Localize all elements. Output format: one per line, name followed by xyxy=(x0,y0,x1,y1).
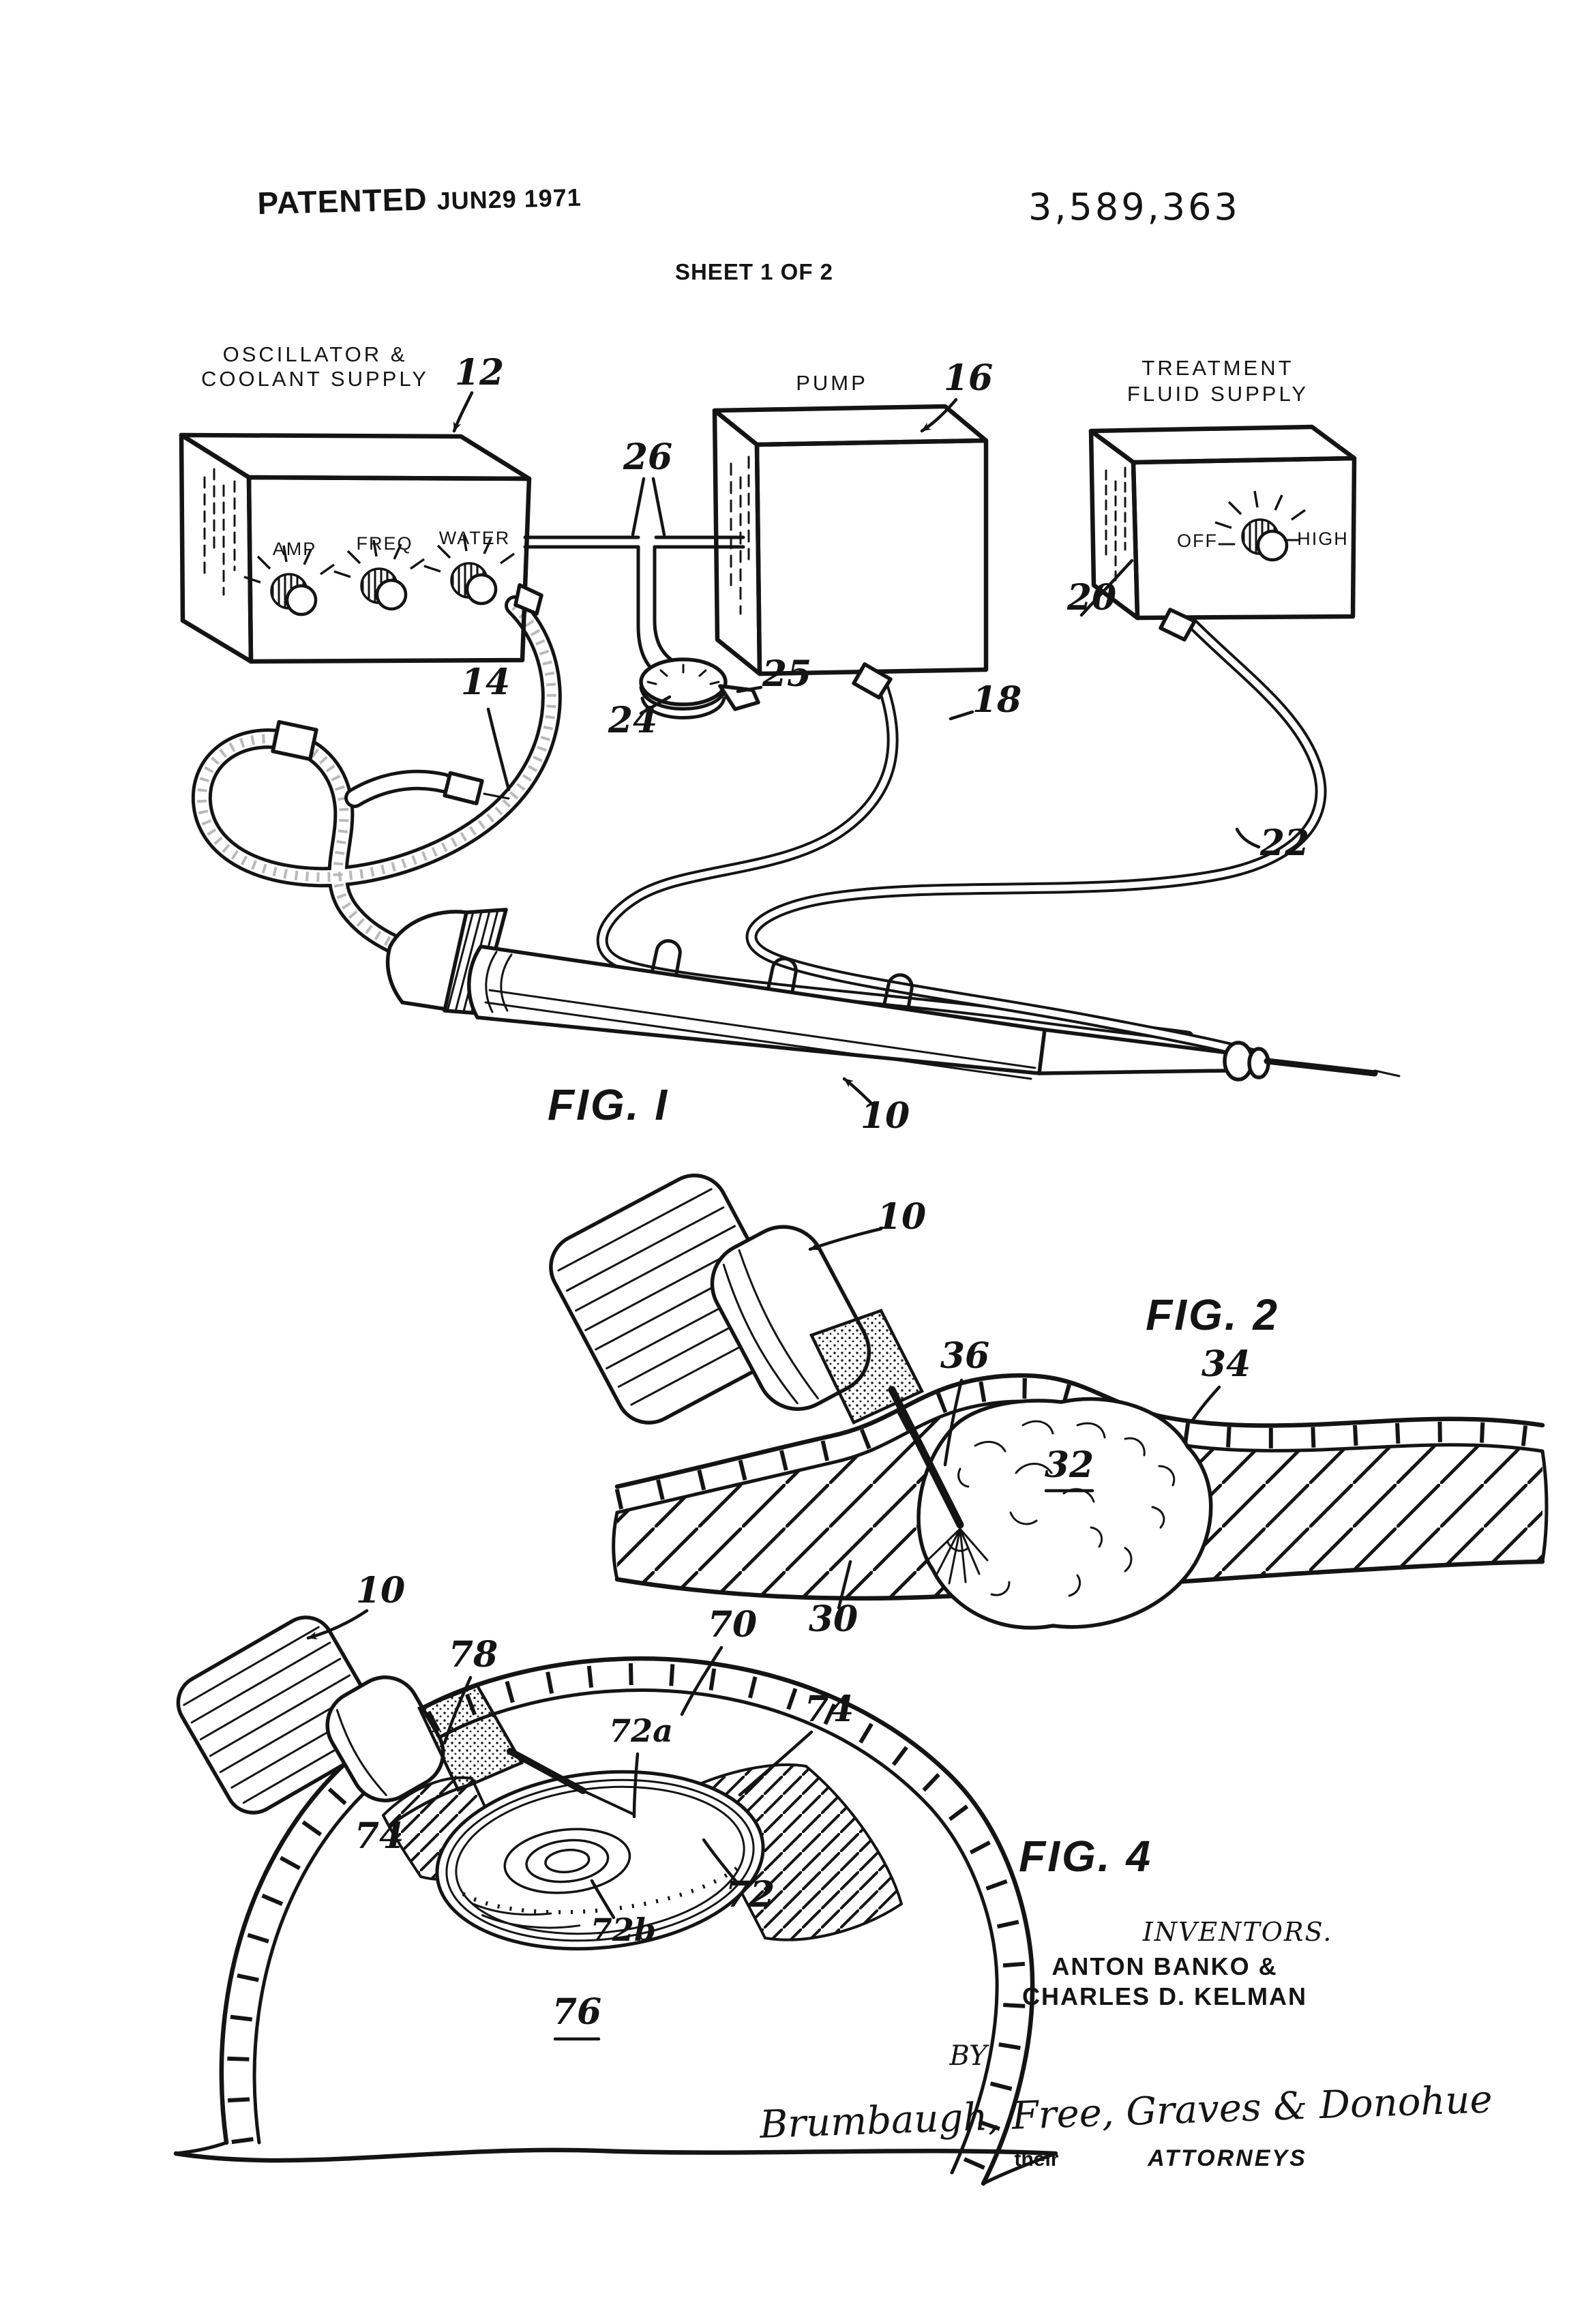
freq-label: FREQ xyxy=(356,533,413,554)
ref-10-fig2-label: 10 xyxy=(877,1196,926,1238)
oscillator-title-2: COOLANT SUPPLY xyxy=(201,367,429,391)
tumor-mass xyxy=(919,1399,1211,1628)
ref-12-label: 12 xyxy=(455,352,504,393)
inventor-name-1: ANTON BANKO & xyxy=(1051,1952,1277,1980)
amp-label: AMP xyxy=(273,539,317,559)
ref-20-label: 20 xyxy=(1066,577,1116,619)
inventors-heading: INVENTORS. xyxy=(1142,1917,1333,1947)
ref-24-label: 24 xyxy=(608,700,657,741)
coolant-cable xyxy=(202,606,552,944)
ref-36-label: 36 xyxy=(940,1335,989,1377)
patented-stamp: PATENTEDJUN29 1971 xyxy=(257,177,582,221)
treatment-title-1: TREATMENT xyxy=(1141,356,1294,380)
ref-26-label: 26 xyxy=(623,436,672,478)
attorneys-label: ATTORNEYS xyxy=(1147,2145,1307,2171)
high-label: HIGH xyxy=(1297,528,1349,549)
inventor-name-2: CHARLES D. KELMAN xyxy=(1022,1982,1307,2010)
ref-74-left-label: 74 xyxy=(355,1815,404,1857)
ref-70-label: 70 xyxy=(708,1604,757,1645)
fig4-caption: FIG. 4 xyxy=(1019,1832,1152,1881)
their-label: their xyxy=(1014,2148,1058,2171)
water-label: WATER xyxy=(439,528,511,548)
patented-label: PATENTED xyxy=(257,181,428,221)
handpiece-needle xyxy=(1267,1061,1375,1073)
ref-32-label: 32 xyxy=(1045,1444,1094,1486)
figure-2-drawing: 10 FIG. 2 34 36 32 30 70 xyxy=(539,1164,1547,1714)
pump-title: PUMP xyxy=(796,371,868,395)
credits-block: INVENTORS. ANTON BANKO & CHARLES D. KELM… xyxy=(758,1917,1493,2171)
by-label: BY xyxy=(949,2040,989,2072)
sheet-label: SHEET 1 OF 2 xyxy=(675,259,833,284)
ref-14-label: 14 xyxy=(461,661,510,703)
foot-pedal xyxy=(641,659,758,718)
figure-4-drawing: 10 78 72a 74 74 72 72b 76 FIG. 4 xyxy=(168,1570,1152,2184)
cable-plug xyxy=(445,773,482,804)
treatment-knob xyxy=(1215,491,1305,560)
figure-1-drawing: OSCILLATOR & COOLANT SUPPLY AMP FREQ WAT… xyxy=(181,342,1399,1137)
treatment-title-2: FLUID SUPPLY xyxy=(1127,382,1309,406)
ref-72-label: 72 xyxy=(726,1874,775,1916)
off-label: OFF xyxy=(1177,531,1218,551)
patent-date: JUN29 1971 xyxy=(436,183,582,215)
oscillator-title-1: OSCILLATOR & xyxy=(223,342,408,366)
treatment-outlet xyxy=(1161,610,1195,640)
ref-22-label: 22 xyxy=(1259,822,1309,864)
ref-72b-label: 72b xyxy=(591,1911,656,1948)
handpiece xyxy=(388,910,1399,1079)
ref-10-fig1-label: 10 xyxy=(861,1095,910,1137)
ref-10-fig4-label: 10 xyxy=(356,1570,405,1611)
face-outline xyxy=(176,2143,1056,2184)
ref-34-label: 34 xyxy=(1202,1343,1251,1385)
ref-78-label: 78 xyxy=(449,1634,498,1675)
ref-76-label: 76 xyxy=(552,1991,601,2033)
fig1-caption: FIG. I xyxy=(548,1080,669,1129)
ref-25-label: 25 xyxy=(762,653,811,695)
ref-18-label: 18 xyxy=(972,679,1021,721)
ref-16-label: 16 xyxy=(944,357,993,399)
ref-74-right-label: 74 xyxy=(805,1688,854,1730)
ref-72a-label: 72a xyxy=(609,1712,673,1749)
coolant-pipe xyxy=(525,537,743,678)
fig2-caption: FIG. 2 xyxy=(1146,1290,1279,1339)
pump-box xyxy=(715,406,986,698)
attorney-signature: Brumbaugh, Free, Graves & Donohue xyxy=(758,2077,1493,2147)
ref-30-label: 30 xyxy=(809,1598,858,1640)
cable-connector xyxy=(273,722,316,760)
header: PATENTEDJUN29 1971 3,589,363 SHEET 1 OF … xyxy=(257,177,1240,284)
patent-number: 3,589,363 xyxy=(1028,185,1240,228)
